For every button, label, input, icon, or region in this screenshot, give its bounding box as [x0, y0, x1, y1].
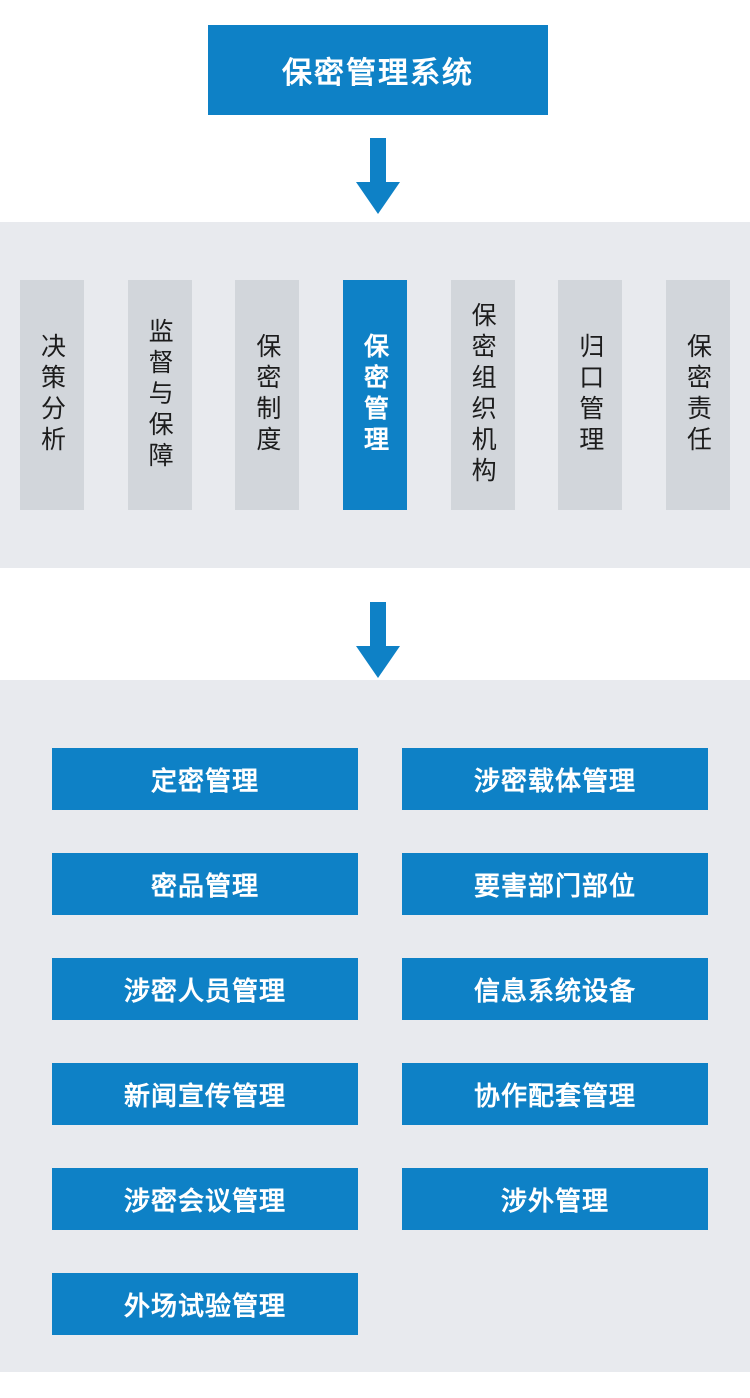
- module-label: 新闻宣传管理: [123, 1081, 286, 1112]
- module-classified-meetings: 涉密会议管理: [52, 1168, 358, 1230]
- module-label: 涉密载体管理: [473, 766, 636, 797]
- pillar-label: 保密组织机构: [468, 302, 498, 488]
- pillar-label: 保密责任: [683, 333, 713, 457]
- module-classified-carriers: 涉密载体管理: [402, 748, 708, 810]
- pillar-label: 保密制度: [252, 333, 282, 457]
- pillar-centralized-management: 归口管理: [558, 280, 623, 510]
- pillar-label: 决策分析: [37, 333, 67, 457]
- module-news-publicity: 新闻宣传管理: [52, 1063, 358, 1125]
- module-foreign-affairs: 涉外管理: [402, 1168, 708, 1230]
- module-label: 涉外管理: [500, 1186, 609, 1217]
- module-label: 涉密会议管理: [123, 1186, 286, 1217]
- down-arrow-icon: [356, 138, 400, 214]
- module-label: 密品管理: [150, 871, 259, 902]
- root-title-box: 保密管理系统: [208, 25, 548, 115]
- pillar-label: 归口管理: [575, 333, 605, 457]
- pillar-secrecy-organization: 保密组织机构: [450, 280, 515, 510]
- module-critical-departments: 要害部门部位: [402, 853, 708, 915]
- module-information-systems: 信息系统设备: [402, 958, 708, 1020]
- pillars-band: 决策分析 监督与保障 保密制度 保密管理 保密组织机构 归口管理 保密责任: [0, 222, 750, 568]
- module-label: 信息系统设备: [473, 976, 636, 1007]
- module-collaboration-support: 协作配套管理: [402, 1063, 708, 1125]
- module-label: 定密管理: [150, 766, 259, 797]
- module-label: 涉密人员管理: [123, 976, 286, 1007]
- pillar-secrecy-management-active: 保密管理: [342, 280, 407, 510]
- module-classified-personnel: 涉密人员管理: [52, 958, 358, 1020]
- down-arrow-icon: [356, 602, 400, 678]
- module-label: 外场试验管理: [123, 1291, 286, 1322]
- modules-band: 定密管理 密品管理 涉密人员管理 新闻宣传管理 涉密会议管理 外场试验管理 涉密…: [0, 680, 750, 1372]
- pillar-secrecy-responsibility: 保密责任: [665, 280, 730, 510]
- module-label: 要害部门部位: [473, 871, 636, 902]
- modules-column-left: 定密管理 密品管理 涉密人员管理 新闻宣传管理 涉密会议管理 外场试验管理: [52, 748, 358, 1335]
- module-classification-determination: 定密管理: [52, 748, 358, 810]
- pillar-secrecy-system: 保密制度: [235, 280, 300, 510]
- root-title: 保密管理系统: [282, 56, 474, 91]
- pillar-supervision-support: 监督与保障: [127, 280, 192, 510]
- module-label: 协作配套管理: [473, 1081, 636, 1112]
- pillar-decision-analysis: 决策分析: [20, 280, 84, 510]
- modules-column-right: 涉密载体管理 要害部门部位 信息系统设备 协作配套管理 涉外管理: [402, 748, 708, 1230]
- module-field-test: 外场试验管理: [52, 1273, 358, 1335]
- module-classified-products: 密品管理: [52, 853, 358, 915]
- pillar-label: 监督与保障: [145, 317, 175, 473]
- pillar-label: 保密管理: [360, 333, 390, 457]
